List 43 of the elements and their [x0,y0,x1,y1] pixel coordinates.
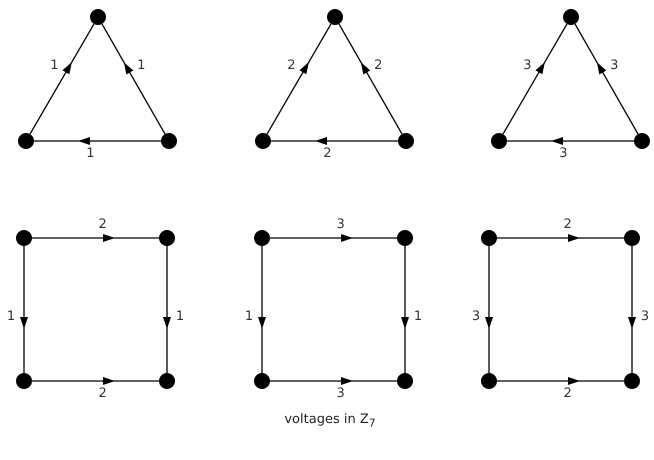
vertex-dot [563,9,579,25]
arrow [32,377,159,385]
arrow [485,246,493,373]
vertex-dot [398,133,414,149]
vertex-dot [161,133,177,149]
vertex-dot [16,373,32,389]
vertex-dot [159,230,175,246]
vertex-dot [159,373,175,389]
arrow [270,234,397,242]
vertex-dot [16,230,32,246]
arrow [163,246,171,373]
arrow [34,137,161,145]
vertex-dot [327,9,343,25]
arrow [497,234,624,242]
vertex-dot [90,9,106,25]
vertex-dot [397,373,413,389]
arrow [266,24,332,134]
vertex-dot [491,133,507,149]
vertex-dot [397,230,413,246]
arrow [338,24,403,134]
caption: voltages in Z$_{7}$ [284,412,376,430]
vertex-dot [481,230,497,246]
vertex-dot [18,133,34,149]
arrow [270,377,397,385]
arrow [101,24,166,134]
vertex-dot [481,373,497,389]
arrow [271,137,398,145]
vertex-dot [255,133,271,149]
arrow [258,246,266,373]
vertex-dot [254,230,270,246]
vertex-dot [254,373,270,389]
arrow [497,377,624,385]
vertex-dot [624,373,640,389]
vertex-dot [634,133,650,149]
arrow [574,24,639,134]
arrow [507,137,634,145]
vertex-dot [624,230,640,246]
arrow [32,234,159,242]
arrow [502,24,568,134]
arrow [401,246,409,373]
arrow [20,246,28,373]
arrow [628,246,636,373]
arrow [29,24,95,134]
